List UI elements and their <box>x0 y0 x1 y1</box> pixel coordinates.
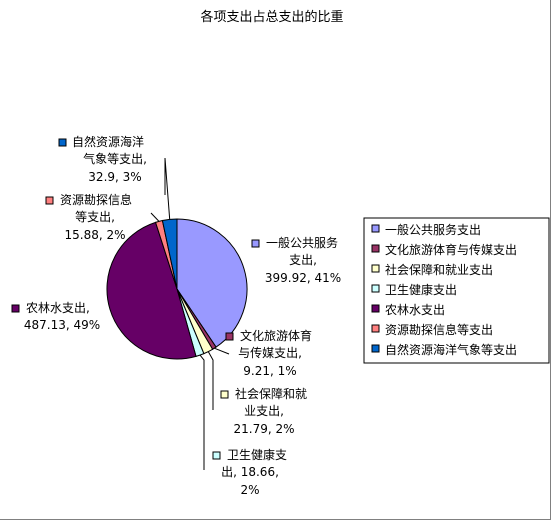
data-label-marker-1 <box>251 239 260 248</box>
data-label-3-line-1: 社会保障和就 <box>235 386 307 401</box>
data-label-3-line-3: 21.79, 2% <box>233 422 294 436</box>
legend-label-3: 社会保障和就业支出 <box>385 262 493 277</box>
data-label-7-line-3: 32.9, 3% <box>88 170 141 184</box>
data-label-6-line-1: 资源勘探信息 <box>60 192 132 207</box>
legend: 一般公共服务支出文化旅游体育与传媒支出社会保障和就业支出卫生健康支出农林水支出资… <box>363 217 550 364</box>
pie-slices <box>106 218 248 360</box>
legend-swatch-1 <box>371 224 380 233</box>
data-label-marker-5 <box>11 304 20 313</box>
legend-swatch-7 <box>371 344 380 353</box>
data-label-2-line-3: 9.21, 1% <box>243 364 296 378</box>
data-label-4-line-1: 卫生健康支 <box>227 447 287 462</box>
data-label-marker-4 <box>212 451 221 460</box>
pie-slice-5 <box>106 221 197 360</box>
data-label-7-line-1: 自然资源海洋 <box>72 134 144 149</box>
data-label-5-line-2: 487.13, 49% <box>24 318 100 332</box>
data-label-marker-6 <box>45 196 54 205</box>
legend-swatch-6 <box>371 324 380 333</box>
legend-box <box>363 217 550 364</box>
legend-label-5: 农林水支出 <box>385 303 445 317</box>
data-label-marker-7 <box>58 138 67 147</box>
legend-label-7: 自然资源海洋气象等支出 <box>385 342 517 357</box>
data-label-4-line-2: 出, 18.66, <box>221 465 279 479</box>
leader-line-3 <box>207 351 214 410</box>
data-label-1-line-3: 399.92, 41% <box>265 271 341 285</box>
data-label-1-line-2: 支出, <box>289 253 317 267</box>
leader-lines <box>150 157 230 470</box>
data-label-6-line-3: 15.88, 2% <box>64 228 125 242</box>
data-label-7-line-2: 气象等支出, <box>83 151 147 166</box>
data-label-marker-3 <box>220 390 229 399</box>
data-label-2-line-2: 与传媒支出, <box>238 345 302 360</box>
data-label-3-line-2: 业支出, <box>244 404 284 418</box>
leader-line-4 <box>199 354 205 470</box>
chart-title: 各项支出占总支出的比重 <box>200 9 343 25</box>
data-label-2-line-1: 文化旅游体育 <box>240 328 312 343</box>
legend-label-2: 文化旅游体育与传媒支出 <box>385 242 517 257</box>
data-label-4-line-3: 2% <box>240 483 259 497</box>
legend-label-1: 一般公共服务支出 <box>385 222 481 237</box>
leader-line-7 <box>164 157 171 220</box>
legend-label-4: 卫生健康支出 <box>385 282 457 297</box>
data-label-marker-2 <box>225 332 234 341</box>
data-label-6-line-2: 等支出, <box>75 210 115 224</box>
leader-line-2 <box>214 347 230 355</box>
legend-swatch-4 <box>371 284 380 293</box>
legend-swatch-2 <box>371 244 380 253</box>
data-label-5-line-1: 农林水支出, <box>26 301 90 315</box>
legend-swatch-5 <box>371 304 380 313</box>
legend-label-6: 资源勘探信息等支出 <box>385 322 493 337</box>
leader-line-6 <box>150 212 160 222</box>
legend-swatch-3 <box>371 264 380 273</box>
data-label-1-line-1: 一般公共服务 <box>266 235 338 250</box>
data-labels: 一般公共服务支出, 399.92, 41% 文化旅游体育与传媒支出, 9.21, 1%… <box>11 134 341 497</box>
